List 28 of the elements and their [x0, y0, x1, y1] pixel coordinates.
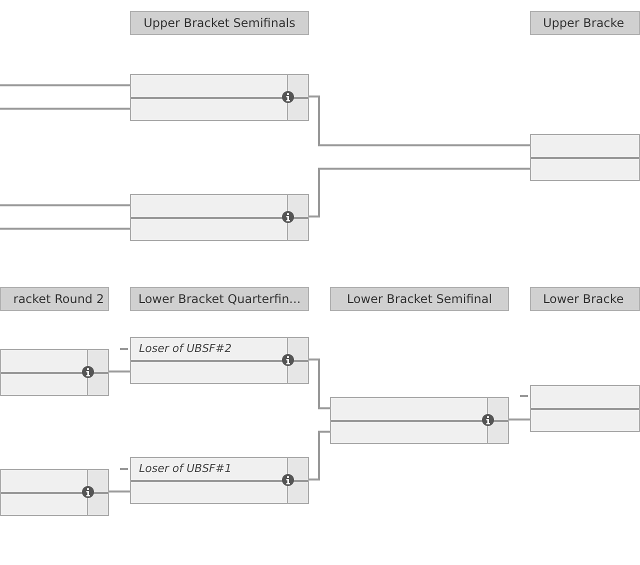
round-header: Upper Bracke — [530, 11, 640, 35]
round-header: Lower Bracket Quarterfin... — [130, 287, 309, 311]
slot-label: Loser of UBSF#2 — [139, 342, 232, 355]
round-header: racket Round 2 — [0, 287, 109, 311]
match-box — [530, 385, 640, 432]
bracket-line — [109, 370, 130, 372]
match-box — [130, 337, 309, 384]
match-box — [530, 134, 640, 181]
match-box — [330, 397, 509, 444]
match-box — [130, 74, 309, 121]
bracket-line — [109, 490, 130, 492]
bracket-line — [309, 168, 530, 218]
match-box — [0, 349, 109, 396]
bracket-line — [0, 228, 130, 230]
bracket-line — [0, 204, 130, 206]
bracket-line — [0, 108, 130, 110]
match-box — [0, 469, 109, 516]
bracket-line — [509, 418, 530, 420]
round-header: Lower Bracket Semifinal — [330, 287, 509, 311]
bracket-line — [309, 96, 530, 146]
round-header: Lower Bracke — [530, 287, 640, 311]
bracket-line — [309, 358, 330, 410]
round-header: Upper Bracket Semifinals — [130, 11, 309, 35]
match-box — [130, 457, 309, 504]
bracket-line — [309, 430, 330, 480]
bracket-line — [0, 84, 130, 86]
slot-label: Loser of UBSF#1 — [139, 462, 232, 475]
match-box — [130, 194, 309, 241]
